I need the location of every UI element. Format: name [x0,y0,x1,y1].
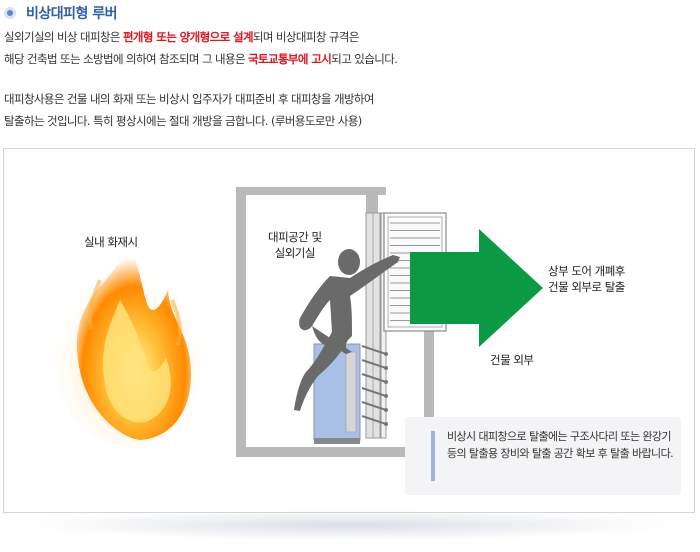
text-fragment: 되며 비상대피창 규격은 [252,30,360,44]
safety-note: 비상시 대피창으로 탈출에는 구조사다리 또는 완강기 등의 탈출용 장비와 탈… [405,417,681,495]
ladder-step [361,401,387,411]
text-fragment: 실외기실의 비상 대피창은 [4,30,123,44]
ladder-step [361,415,387,425]
evacuation-space-label: 대피공간 및 실외기실 [268,229,322,261]
paragraph-1-line-1: 실외기실의 비상 대피창은 편개형 또는 양개형으로 설계되며 비상대피창 규격… [4,26,359,48]
ladder-steps [361,345,388,426]
indoor-fire-label: 실내 화재시 [84,235,138,249]
ladder-step [361,373,387,383]
ladder-bolt [384,422,388,426]
highlight-text: 편개형 또는 양개형으로 설계 [122,30,254,44]
label-line: 상부 도어 개폐후 [548,264,625,278]
ladder-bolt [384,352,388,356]
ladder-step [361,359,387,369]
exit-instruction-label: 상부 도어 개폐후 건물 외부로 탈출 [548,263,625,295]
label-line: 대피공간 및 [268,230,322,244]
fire-illustration [50,248,206,445]
note-accent-bar [431,431,435,481]
text-fragment: 되고 있습니다. [331,52,398,66]
section-title: 비상대피형 루버 [26,6,118,22]
paragraph-2-line-2: 탈출하는 것입니다. 특히 평상시에는 절대 개방을 금합니다. (루버용도로만… [4,114,362,128]
building-wall [236,187,434,457]
ladder-bolt [384,366,388,370]
ladder-bolt [384,408,388,412]
text-fragment: 해당 건축법 또는 소방법에 의하여 참조되며 그 내용은 [4,52,249,66]
frame-shadow [20,510,680,540]
building-outside-label: 건물 외부 [490,353,534,367]
ladder-bolt [384,380,388,384]
section-header: 비상대피형 루버 [4,2,118,24]
ladder-step [361,345,387,355]
paragraph-1-line-2: 해당 건축법 또는 소방법에 의하여 참조되며 그 내용은 국토교통부에 고시되… [4,48,398,70]
paragraph-2-line-1: 대피창사용은 건물 내의 화재 또는 비상시 입주자가 대피준비 후 대피창을 … [4,92,374,106]
note-text: 비상시 대피창으로 탈출에는 구조사다리 또는 완강기 등의 탈출용 장비와 탈… [447,430,674,460]
exit-arrow [410,229,543,347]
ladder-bolt [384,394,388,398]
circle-bullet-icon [4,7,16,19]
label-line: 건물 외부로 탈출 [548,280,625,294]
highlight-text: 국토교통부에 고시 [248,52,332,66]
ladder-step [361,387,387,397]
person-silhouette [294,249,400,411]
label-line: 실외기실 [274,246,316,260]
